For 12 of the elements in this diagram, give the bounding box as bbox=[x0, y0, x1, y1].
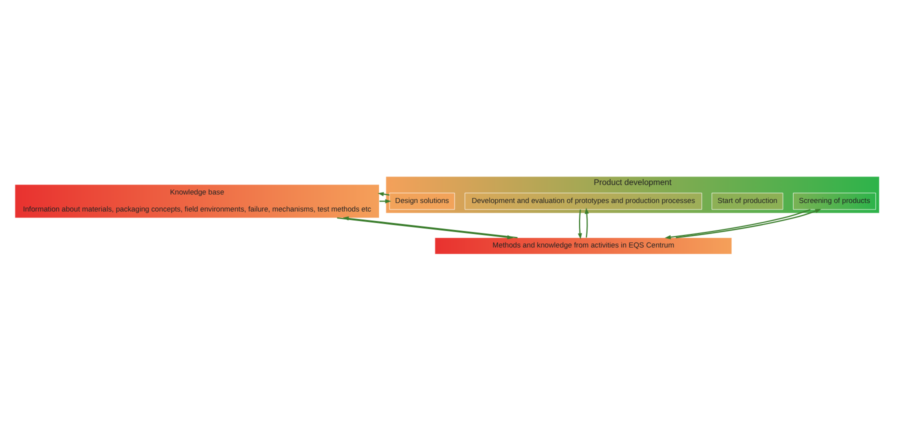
node-box: Design solutions bbox=[389, 192, 455, 210]
node-box: Knowledge base Information about materials, packaging concepts, field environments, failure, mechanisms, test methods etc bbox=[14, 184, 380, 218]
arrow bbox=[578, 208, 582, 239]
node-box: Start of production bbox=[712, 192, 784, 210]
arrow bbox=[676, 208, 822, 238]
node-box: Screening of products bbox=[793, 192, 876, 210]
arrow bbox=[664, 208, 811, 239]
node-box: Development and evaluation of prototypes and production processes bbox=[464, 192, 702, 210]
arrow bbox=[584, 207, 589, 238]
node-box: Methods and knowledge from activities in EQS Centrum bbox=[434, 236, 732, 254]
arrow bbox=[379, 198, 392, 203]
arrow bbox=[378, 192, 390, 196]
